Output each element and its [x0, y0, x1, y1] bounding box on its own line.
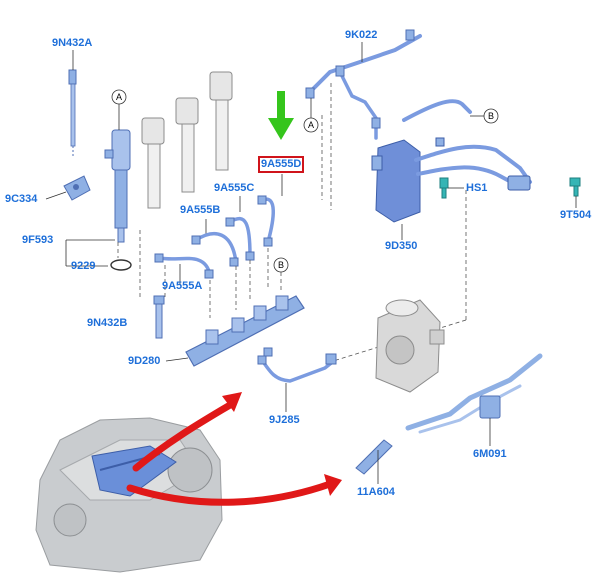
label-9n432b[interactable]: 9N432B: [87, 317, 128, 329]
callout-b-center: B: [273, 257, 289, 273]
bolt-9n432a[interactable]: [68, 69, 77, 158]
label-9d350[interactable]: 9D350: [385, 240, 418, 252]
bolt-9n432b[interactable]: [153, 295, 165, 339]
fitting-9t504[interactable]: [569, 177, 581, 197]
label-9t504[interactable]: 9T504: [560, 209, 592, 221]
fuel-filter-module-9d350[interactable]: [371, 99, 532, 223]
callout-b-right: B: [470, 108, 499, 124]
svg-text:B: B: [278, 260, 284, 270]
label-9d280[interactable]: 9D280: [128, 355, 161, 367]
label-9k022[interactable]: 9K022: [345, 29, 378, 41]
injector-9f593[interactable]: [104, 129, 131, 243]
svg-text:A: A: [308, 120, 314, 130]
label-11a604[interactable]: 11A604: [357, 486, 395, 498]
label-6m091[interactable]: 6M091: [473, 448, 507, 460]
label-hs1[interactable]: HS1: [466, 182, 488, 194]
leader-9d280: [165, 357, 189, 362]
injector-gray-3[interactable]: [209, 71, 233, 171]
svg-text:A: A: [116, 92, 122, 102]
fuel-pump[interactable]: [375, 299, 445, 393]
fitting-hs1[interactable]: [439, 177, 449, 199]
pipe-nuts: [154, 195, 273, 279]
callout-a-left: A: [111, 89, 127, 105]
seal-ring-9229[interactable]: [110, 259, 132, 271]
fuel-rail-9d280[interactable]: [185, 295, 305, 367]
label-9229[interactable]: 9229: [71, 260, 96, 272]
label-9a555b[interactable]: 9A555B: [180, 204, 221, 216]
red-arrow-icon-upper: [132, 392, 242, 472]
engine-overview: [35, 417, 223, 573]
label-9a555a[interactable]: 9A555A: [162, 280, 203, 292]
injector-gray-1[interactable]: [141, 117, 165, 209]
supply-pipe-9j285[interactable]: [257, 353, 337, 383]
svg-text:B: B: [488, 111, 494, 121]
injector-gray-2[interactable]: [175, 97, 199, 193]
label-9f593[interactable]: 9F593: [22, 234, 54, 246]
label-9c334[interactable]: 9C334: [5, 193, 38, 205]
callout-a-right: A: [303, 98, 319, 133]
label-9a555d-selected[interactable]: 9A555D: [257, 156, 305, 173]
harness-bracket-11a604[interactable]: [355, 439, 393, 475]
green-arrow-icon: [268, 91, 294, 140]
label-9j285[interactable]: 9J285: [269, 414, 300, 426]
clamp-9c334[interactable]: [63, 175, 91, 201]
return-line-9k022[interactable]: [305, 29, 422, 140]
label-9n432a[interactable]: 9N432A: [52, 37, 93, 49]
label-9a555c[interactable]: 9A555C: [214, 182, 255, 194]
leader-9c334: [45, 191, 67, 200]
leader-9f593: [65, 239, 115, 267]
red-arrow-icon-lower: [126, 474, 342, 506]
